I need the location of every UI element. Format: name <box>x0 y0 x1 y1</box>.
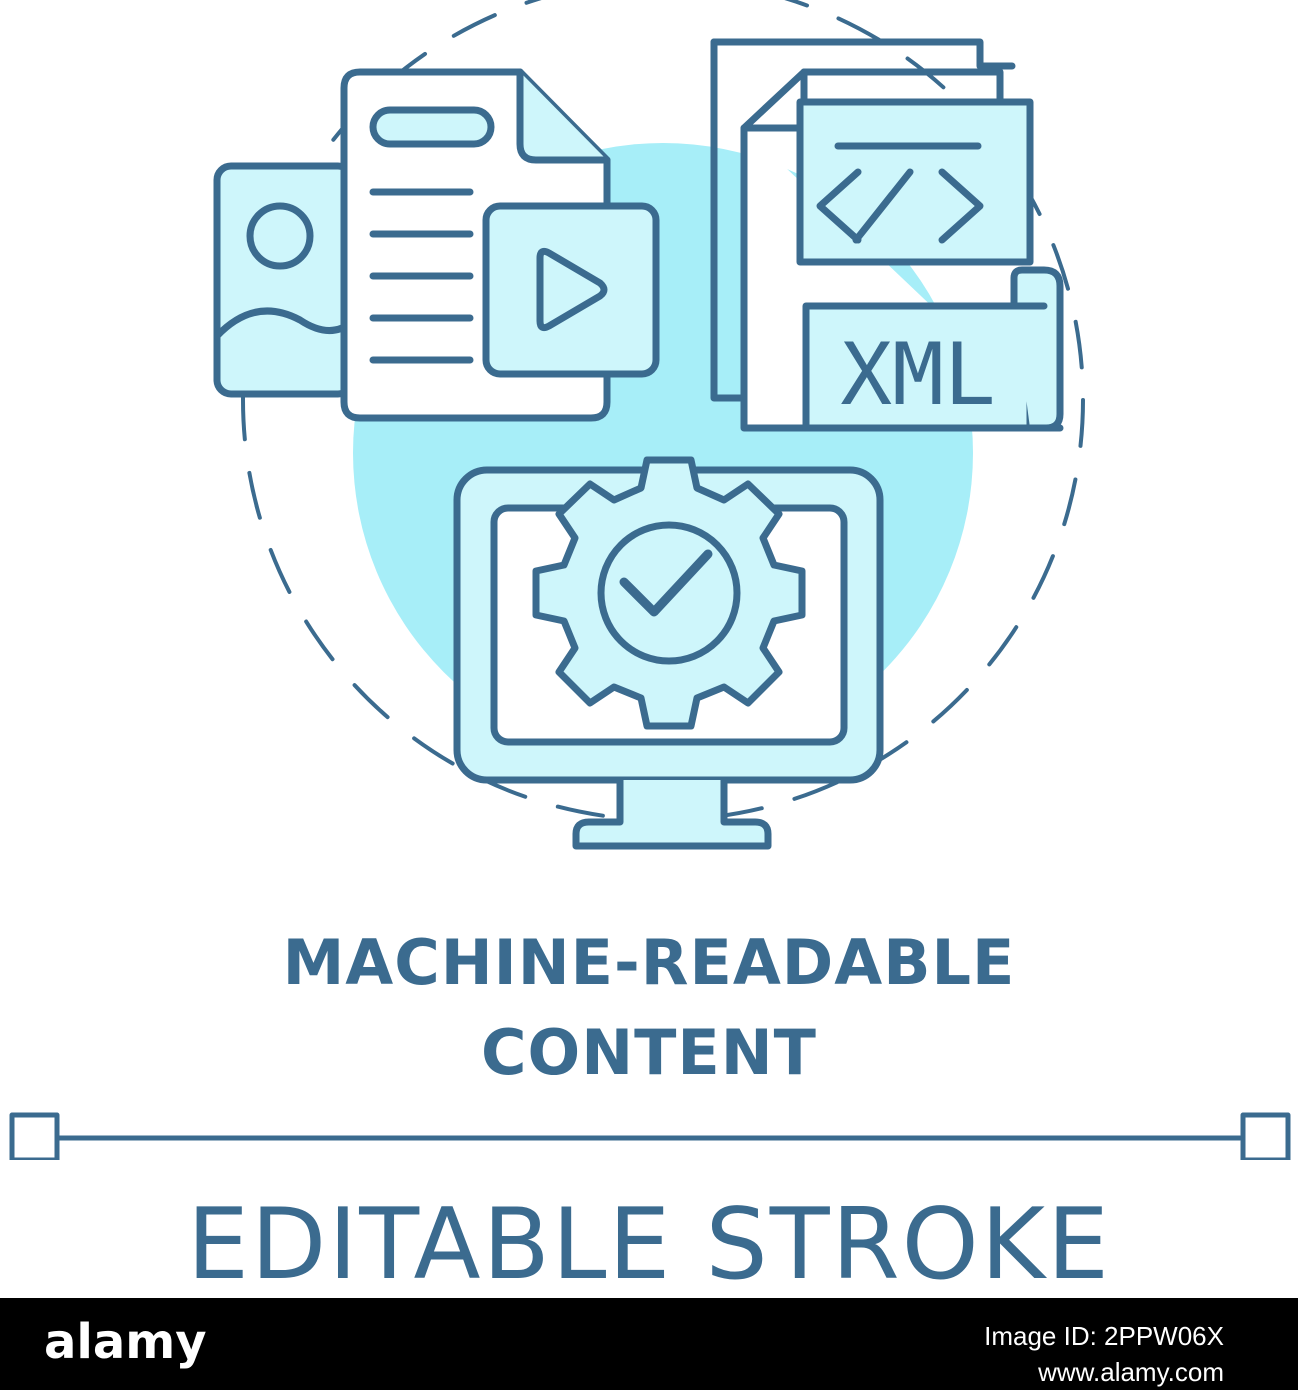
play-icon <box>482 202 660 378</box>
xml-label: XML <box>840 325 995 425</box>
stroke-ruler <box>9 1112 1291 1160</box>
watermark-footer <box>0 1298 1298 1390</box>
image-id-label: Image ID: 2PPW06X <box>984 1321 1224 1351</box>
title-line-2: CONTENT <box>481 1016 817 1089</box>
title-line-1: MACHINE-READABLE <box>282 926 1016 999</box>
editable-stroke-caption: EDITABLE STROKE <box>187 1188 1111 1302</box>
concept-icon: XML <box>9 0 1291 1160</box>
footer-info: Image ID: 2PPW06X www.alamy.com <box>984 1318 1224 1391</box>
checkmark-icon <box>619 549 713 617</box>
alamy-logo: alamy <box>44 1314 207 1370</box>
xml-tag-icon <box>802 266 1064 432</box>
image-icon <box>213 162 356 398</box>
website-link[interactable]: www.alamy.com <box>1038 1357 1224 1388</box>
